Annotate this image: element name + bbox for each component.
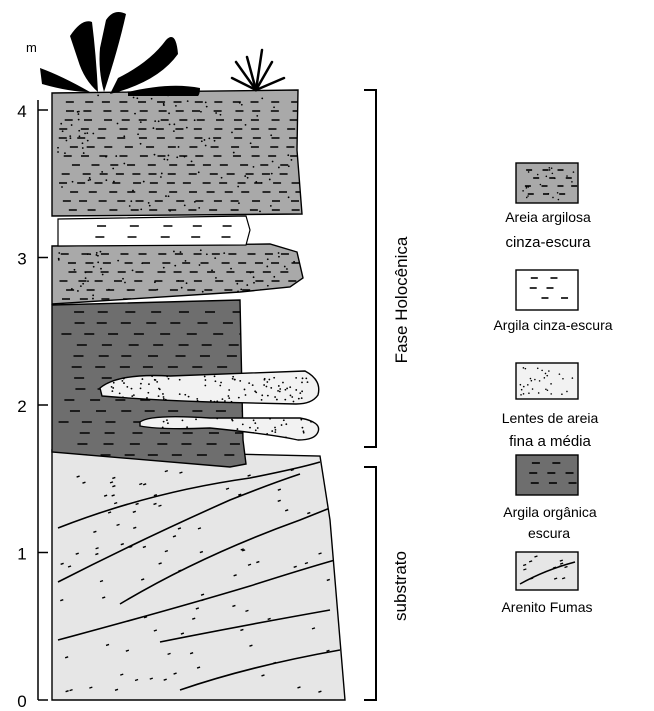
axis-tick-label: 2 xyxy=(17,397,26,416)
sandy-clay-middle-layer xyxy=(52,244,303,304)
small-plant-icon xyxy=(232,50,284,90)
legend-label-sandstone: Arenito Fumas xyxy=(501,599,592,615)
axis-tick-label: 4 xyxy=(17,102,26,121)
axis-tick-label: 3 xyxy=(17,250,26,269)
sandy-clay-top-layer xyxy=(52,90,302,216)
legend-label-sand-lens-2: fina a média xyxy=(509,433,591,450)
legend-item-sand-lens: Lentes de areia fina a média xyxy=(502,363,599,450)
legend-item-clay: Argila cinza-escura xyxy=(493,270,612,333)
legend-label-clay: Argila cinza-escura xyxy=(493,317,612,333)
legend: Areia argilosa cinza-escura Argila cinza… xyxy=(493,163,612,615)
legend-label-sand-lens-1: Lentes de areia xyxy=(502,410,599,426)
organic-clay-icon xyxy=(516,455,578,495)
axis-unit-label: m xyxy=(26,40,37,55)
column xyxy=(52,90,345,700)
legend-item-sandy-clay: Areia argilosa cinza-escura xyxy=(505,163,591,251)
substrate-label: substrato xyxy=(391,551,410,621)
legend-label-sandy-clay-2: cinza-escura xyxy=(505,234,591,251)
substrate-bracket xyxy=(364,467,376,700)
plant-icon xyxy=(40,12,200,96)
legend-label-organic-clay-1: Argila orgânica xyxy=(503,504,597,520)
legend-item-organic-clay: Argila orgânica escura xyxy=(503,455,597,541)
holocene-phase-label: Fase Holocênica xyxy=(392,236,411,363)
legend-label-sandy-clay-1: Areia argilosa xyxy=(505,209,591,225)
holocene-bracket xyxy=(364,90,376,447)
legend-label-organic-clay-2: escura xyxy=(528,525,570,541)
sandy-clay-icon xyxy=(516,163,578,203)
white-clay-layer xyxy=(58,216,250,246)
legend-item-sandstone: Arenito Fumas xyxy=(501,552,592,615)
clay-icon xyxy=(516,270,578,310)
depth-axis: 0 1 2 3 4 m xyxy=(17,40,48,711)
axis-tick-label: 1 xyxy=(17,545,26,564)
axis-tick-label: 0 xyxy=(17,692,26,711)
